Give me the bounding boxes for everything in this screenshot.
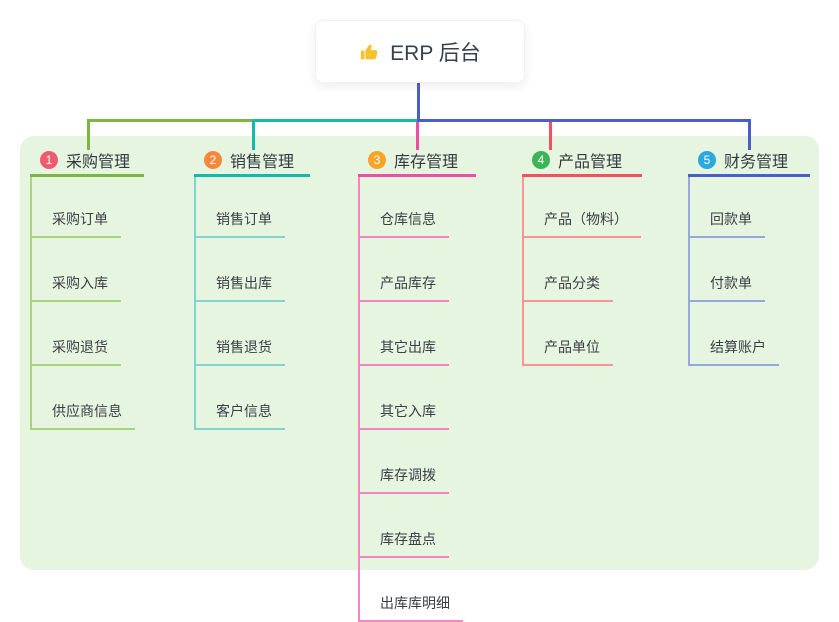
child-node[interactable]: 供应商信息 xyxy=(32,366,135,430)
child-node[interactable]: 销售退货 xyxy=(196,302,285,366)
branch-number-badge: 5 xyxy=(698,151,716,169)
branch-node-finance[interactable]: 5 财务管理 xyxy=(688,146,810,177)
branch-number-badge: 3 xyxy=(368,151,386,169)
branch-sales: 2 销售管理 销售订单 销售出库 销售退货 客户信息 xyxy=(194,146,310,430)
connector-bus-teal xyxy=(253,119,417,122)
child-node[interactable]: 客户信息 xyxy=(196,366,285,430)
child-node[interactable]: 结算账户 xyxy=(690,302,779,366)
connector-drop-branch3 xyxy=(416,122,419,150)
branch-children: 采购订单 采购入库 采购退货 供应商信息 xyxy=(30,177,144,430)
branch-node-sales[interactable]: 2 销售管理 xyxy=(194,146,310,177)
connector-bus-blue xyxy=(417,119,751,122)
child-node[interactable]: 产品库存 xyxy=(360,238,449,302)
child-node[interactable]: 采购入库 xyxy=(32,238,121,302)
child-node[interactable]: 销售出库 xyxy=(196,238,285,302)
child-node[interactable]: 仓库信息 xyxy=(360,177,449,238)
child-node[interactable]: 产品单位 xyxy=(524,302,613,366)
connector-bus-green xyxy=(87,119,253,122)
branch-finance: 5 财务管理 回款单 付款单 结算账户 xyxy=(688,146,810,366)
branch-label: 库存管理 xyxy=(394,154,459,171)
connector-drop-branch4 xyxy=(549,122,552,150)
branch-number-badge: 4 xyxy=(532,151,550,169)
child-node[interactable]: 产品分类 xyxy=(524,238,613,302)
mindmap-canvas: ERP 后台 1 采购管理 采购订单 采购入库 采购退货 供应商信息 2 销售管… xyxy=(20,20,819,622)
child-node[interactable]: 采购订单 xyxy=(32,177,121,238)
branch-label: 采购管理 xyxy=(66,154,131,171)
child-node[interactable]: 付款单 xyxy=(690,238,765,302)
branch-inventory: 3 库存管理 仓库信息 产品库存 其它出库 其它入库 库存调拨 库存盘点 出库库… xyxy=(358,146,476,622)
branch-label: 财务管理 xyxy=(724,154,789,171)
branch-number-badge: 1 xyxy=(40,151,58,169)
connector-drop-branch5 xyxy=(748,119,751,150)
child-node[interactable]: 库存盘点 xyxy=(360,494,449,558)
branch-children: 仓库信息 产品库存 其它出库 其它入库 库存调拨 库存盘点 出库库明细 xyxy=(358,177,476,622)
root-label: ERP 后台 xyxy=(390,41,481,65)
child-node[interactable]: 回款单 xyxy=(690,177,765,238)
branch-label: 产品管理 xyxy=(558,154,623,171)
branch-node-purchase[interactable]: 1 采购管理 xyxy=(30,146,144,177)
connector-root-drop xyxy=(417,80,420,121)
branch-number-badge: 2 xyxy=(204,151,222,169)
thumbs-up-icon xyxy=(359,41,381,63)
connector-drop-branch1 xyxy=(87,119,90,150)
child-node[interactable]: 其它出库 xyxy=(360,302,449,366)
branch-children: 销售订单 销售出库 销售退货 客户信息 xyxy=(194,177,310,430)
root-node[interactable]: ERP 后台 xyxy=(315,20,525,83)
branch-children: 回款单 付款单 结算账户 xyxy=(688,177,810,366)
child-node[interactable]: 其它入库 xyxy=(360,366,449,430)
connector-drop-branch2 xyxy=(252,119,255,150)
child-node[interactable]: 销售订单 xyxy=(196,177,285,238)
branch-node-product[interactable]: 4 产品管理 xyxy=(522,146,642,177)
branch-label: 销售管理 xyxy=(230,154,295,171)
branch-purchase: 1 采购管理 采购订单 采购入库 采购退货 供应商信息 xyxy=(30,146,144,430)
branch-node-inventory[interactable]: 3 库存管理 xyxy=(358,146,476,177)
child-node[interactable]: 出库库明细 xyxy=(360,558,463,622)
branches-background-panel xyxy=(20,136,819,570)
child-node[interactable]: 库存调拨 xyxy=(360,430,449,494)
child-node[interactable]: 产品（物料） xyxy=(524,177,641,238)
branch-children: 产品（物料） 产品分类 产品单位 xyxy=(522,177,642,366)
child-node[interactable]: 采购退货 xyxy=(32,302,121,366)
branch-product: 4 产品管理 产品（物料） 产品分类 产品单位 xyxy=(522,146,642,366)
